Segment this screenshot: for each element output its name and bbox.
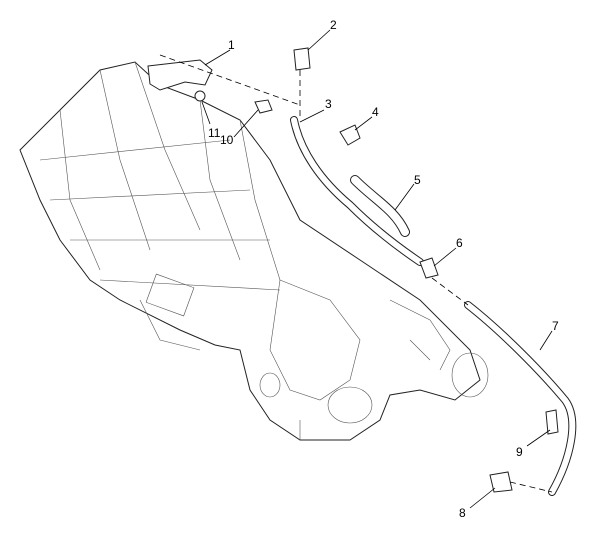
- clip-part-9: [545, 409, 559, 435]
- leader-lines: [201, 29, 553, 509]
- callout-3: 3: [325, 97, 332, 111]
- callout-8: 8: [459, 506, 466, 520]
- callout-6: 6: [456, 236, 463, 250]
- callout-5: 5: [414, 173, 421, 187]
- hose-part-7: [465, 302, 576, 495]
- transmission-assembly: [19, 61, 489, 441]
- bracket-part-1: [147, 59, 213, 91]
- callout-1: 1: [228, 38, 235, 52]
- connector-part-10: [254, 99, 273, 114]
- callout-10: 10: [220, 133, 234, 147]
- callout-4: 4: [372, 105, 379, 119]
- callout-7: 7: [552, 319, 559, 333]
- callout-11: 11: [208, 126, 221, 140]
- vent-cap-part-2: [293, 47, 311, 71]
- fitting-part-6: [419, 257, 439, 279]
- callout-2: 2: [330, 18, 337, 32]
- hose-part-5: [351, 176, 409, 236]
- callout-9: 9: [516, 445, 523, 459]
- fitting-part-8: [489, 471, 513, 493]
- bolt-part-11: [194, 90, 206, 102]
